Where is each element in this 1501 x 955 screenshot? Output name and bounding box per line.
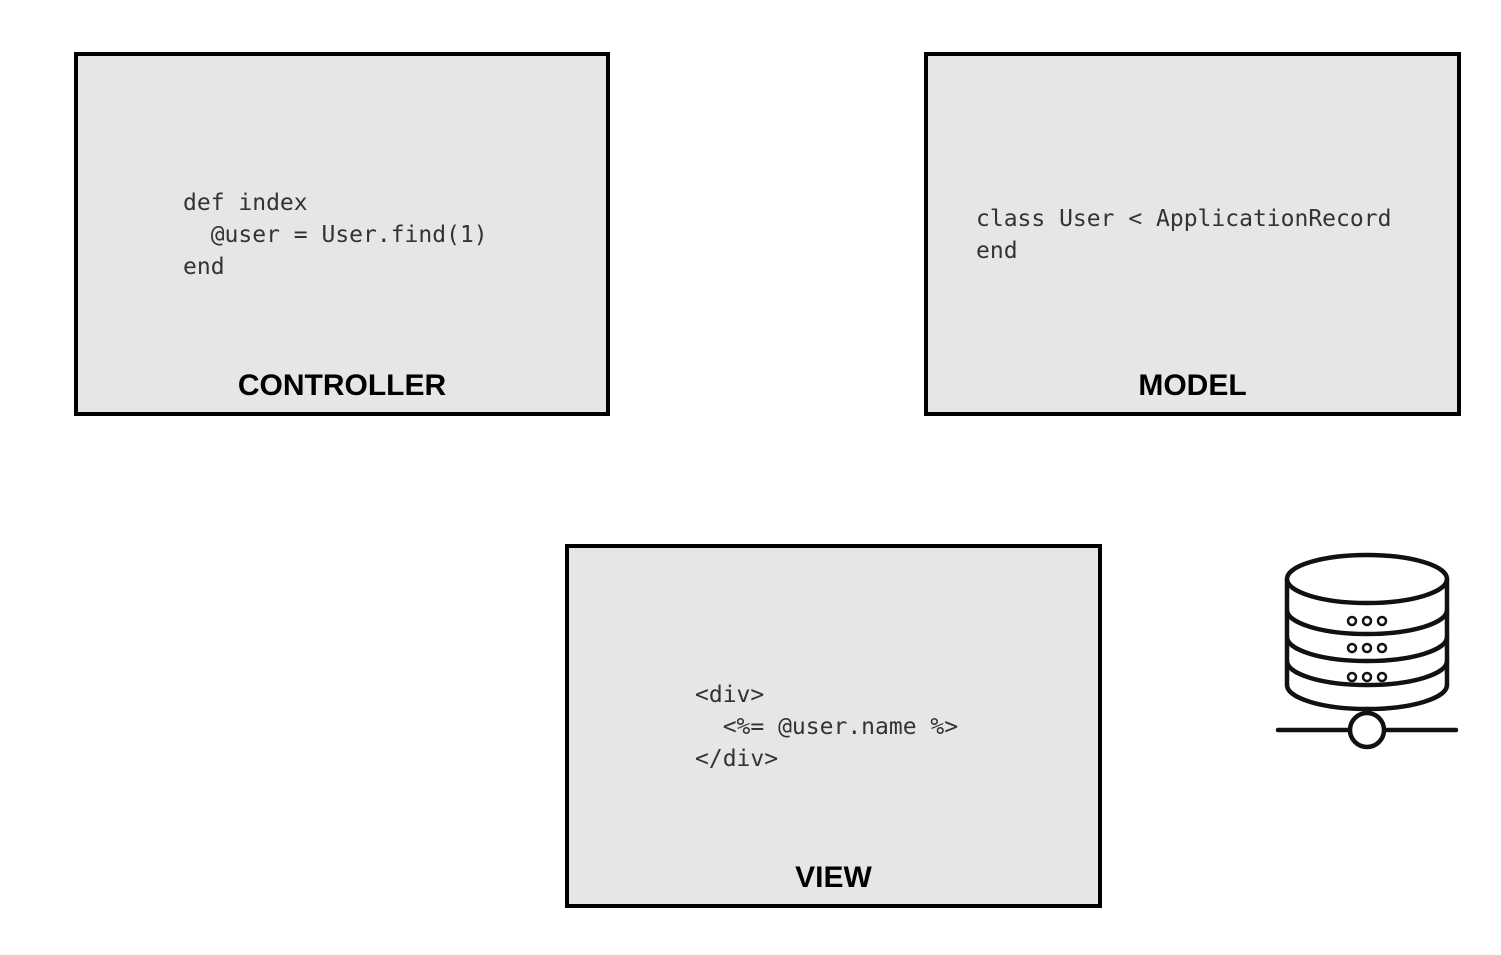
model-box: class User < ApplicationRecord end MODEL bbox=[924, 52, 1461, 416]
view-code: <div> <%= @user.name %> </div> bbox=[695, 682, 959, 772]
database-server-icon bbox=[1275, 552, 1459, 750]
model-code: class User < ApplicationRecord end bbox=[976, 206, 1392, 264]
model-label: MODEL bbox=[1138, 369, 1247, 402]
controller-box: def index @user = User.find(1) end CONTR… bbox=[74, 52, 610, 416]
controller-code: def index @user = User.find(1) end bbox=[183, 190, 488, 280]
view-label: VIEW bbox=[795, 861, 872, 894]
view-box: <div> <%= @user.name %> </div> VIEW bbox=[565, 544, 1102, 908]
controller-label: CONTROLLER bbox=[237, 369, 447, 402]
